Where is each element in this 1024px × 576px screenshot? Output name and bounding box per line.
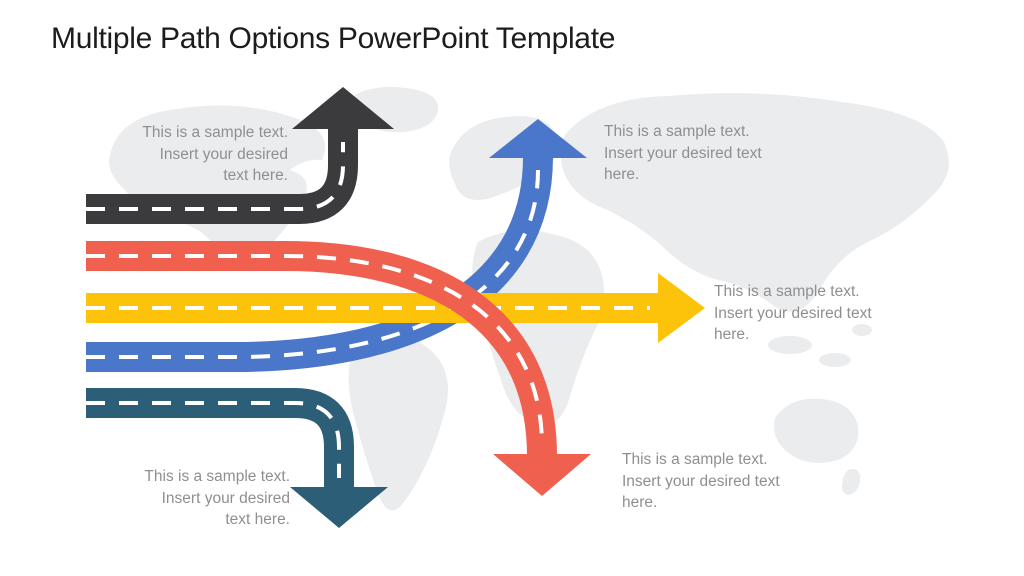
red-road-arrow xyxy=(86,241,591,496)
map-continent-north-america xyxy=(109,105,326,267)
map-island-borneo xyxy=(852,324,872,336)
yellow-arrowhead-right-icon xyxy=(658,273,705,343)
page-title: Multiple Path Options PowerPoint Templat… xyxy=(51,22,616,55)
teal-road-dashes xyxy=(86,401,341,478)
dark-road-dashes xyxy=(86,142,345,211)
map-continent-australia xyxy=(774,398,859,463)
yellow-road-arrow xyxy=(86,273,705,343)
map-continent-asia xyxy=(560,93,949,312)
map-island-new-zealand xyxy=(842,468,861,495)
label-top-left: This is a sample text. Insert your desir… xyxy=(142,124,288,185)
label-top-right: This is a sample text. Insert your desir… xyxy=(604,123,762,184)
dark-arrowhead-up-icon xyxy=(292,87,394,129)
map-island-sumatra xyxy=(768,336,812,354)
red-road-dashes xyxy=(86,254,544,447)
red-arrowhead-down-icon xyxy=(493,454,591,496)
teal-road-arrow xyxy=(86,388,388,528)
label-mid-right: This is a sample text. Insert your desir… xyxy=(714,283,872,344)
blue-arrowhead-up-icon xyxy=(489,119,587,158)
label-bottom-left: This is a sample text. Insert your desir… xyxy=(144,468,290,529)
label-bottom-right: This is a sample text. Insert your desir… xyxy=(622,451,780,512)
teal-arrowhead-down-icon xyxy=(290,487,388,528)
map-island-java xyxy=(819,353,851,367)
dark-road-arrow xyxy=(86,87,394,224)
map-continent-south-america xyxy=(348,334,448,511)
